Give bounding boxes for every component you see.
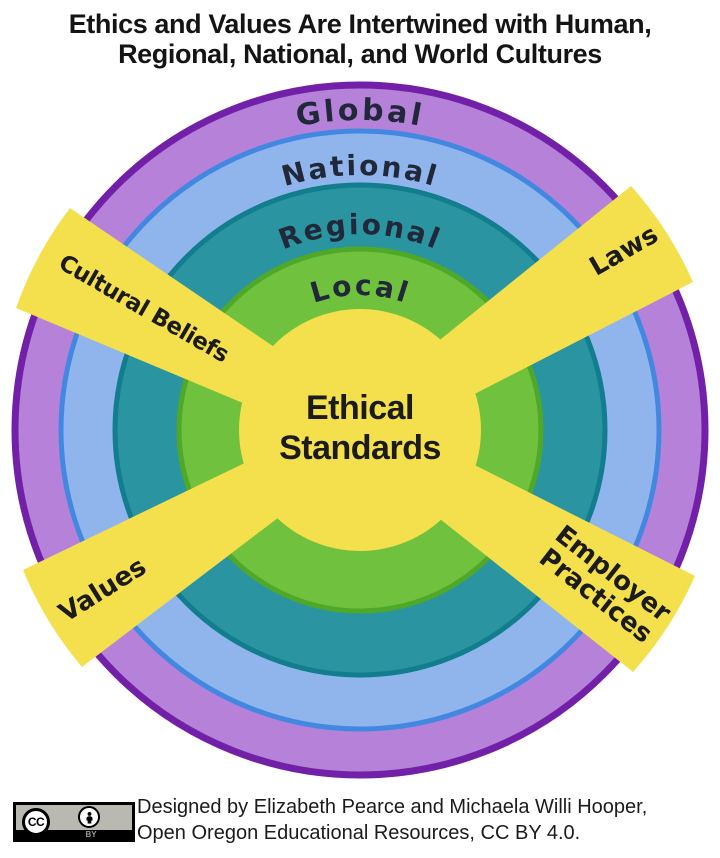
attribution-footer: CC BY Designed by Elizabeth Pearce and M… [0,790,720,850]
attribution-line2: Open Oregon Educational Resources, CC BY… [137,822,581,844]
page-title: Ethics and Values Are Intertwined with H… [0,9,720,69]
core-label-line2: Standards [279,429,441,467]
ray-employer-practices [424,455,695,672]
person-icon [85,811,93,823]
ring-label-global: Global [293,93,427,134]
ray-laws [423,186,693,404]
core-label-line1: Ethical [306,389,414,427]
page-title-line2: Regional, National, and World Cultures [118,39,602,70]
ethical-standards-core [239,309,481,551]
attribution-line1: Designed by Elizabeth Pearce and Michael… [137,796,648,818]
ray-values [23,454,295,667]
by-label: BY [85,830,97,839]
page-title-line1: Ethics and Values Are Intertwined with H… [68,9,652,39]
cc-badge-strip [16,830,132,839]
by-person-icon [78,806,100,828]
attribution-text: Designed by Elizabeth Pearce and Michael… [137,794,647,846]
ray-cultural-beliefs [16,208,291,412]
cc-by-badge: CC BY [13,802,135,842]
cc-icon: CC [22,808,50,836]
